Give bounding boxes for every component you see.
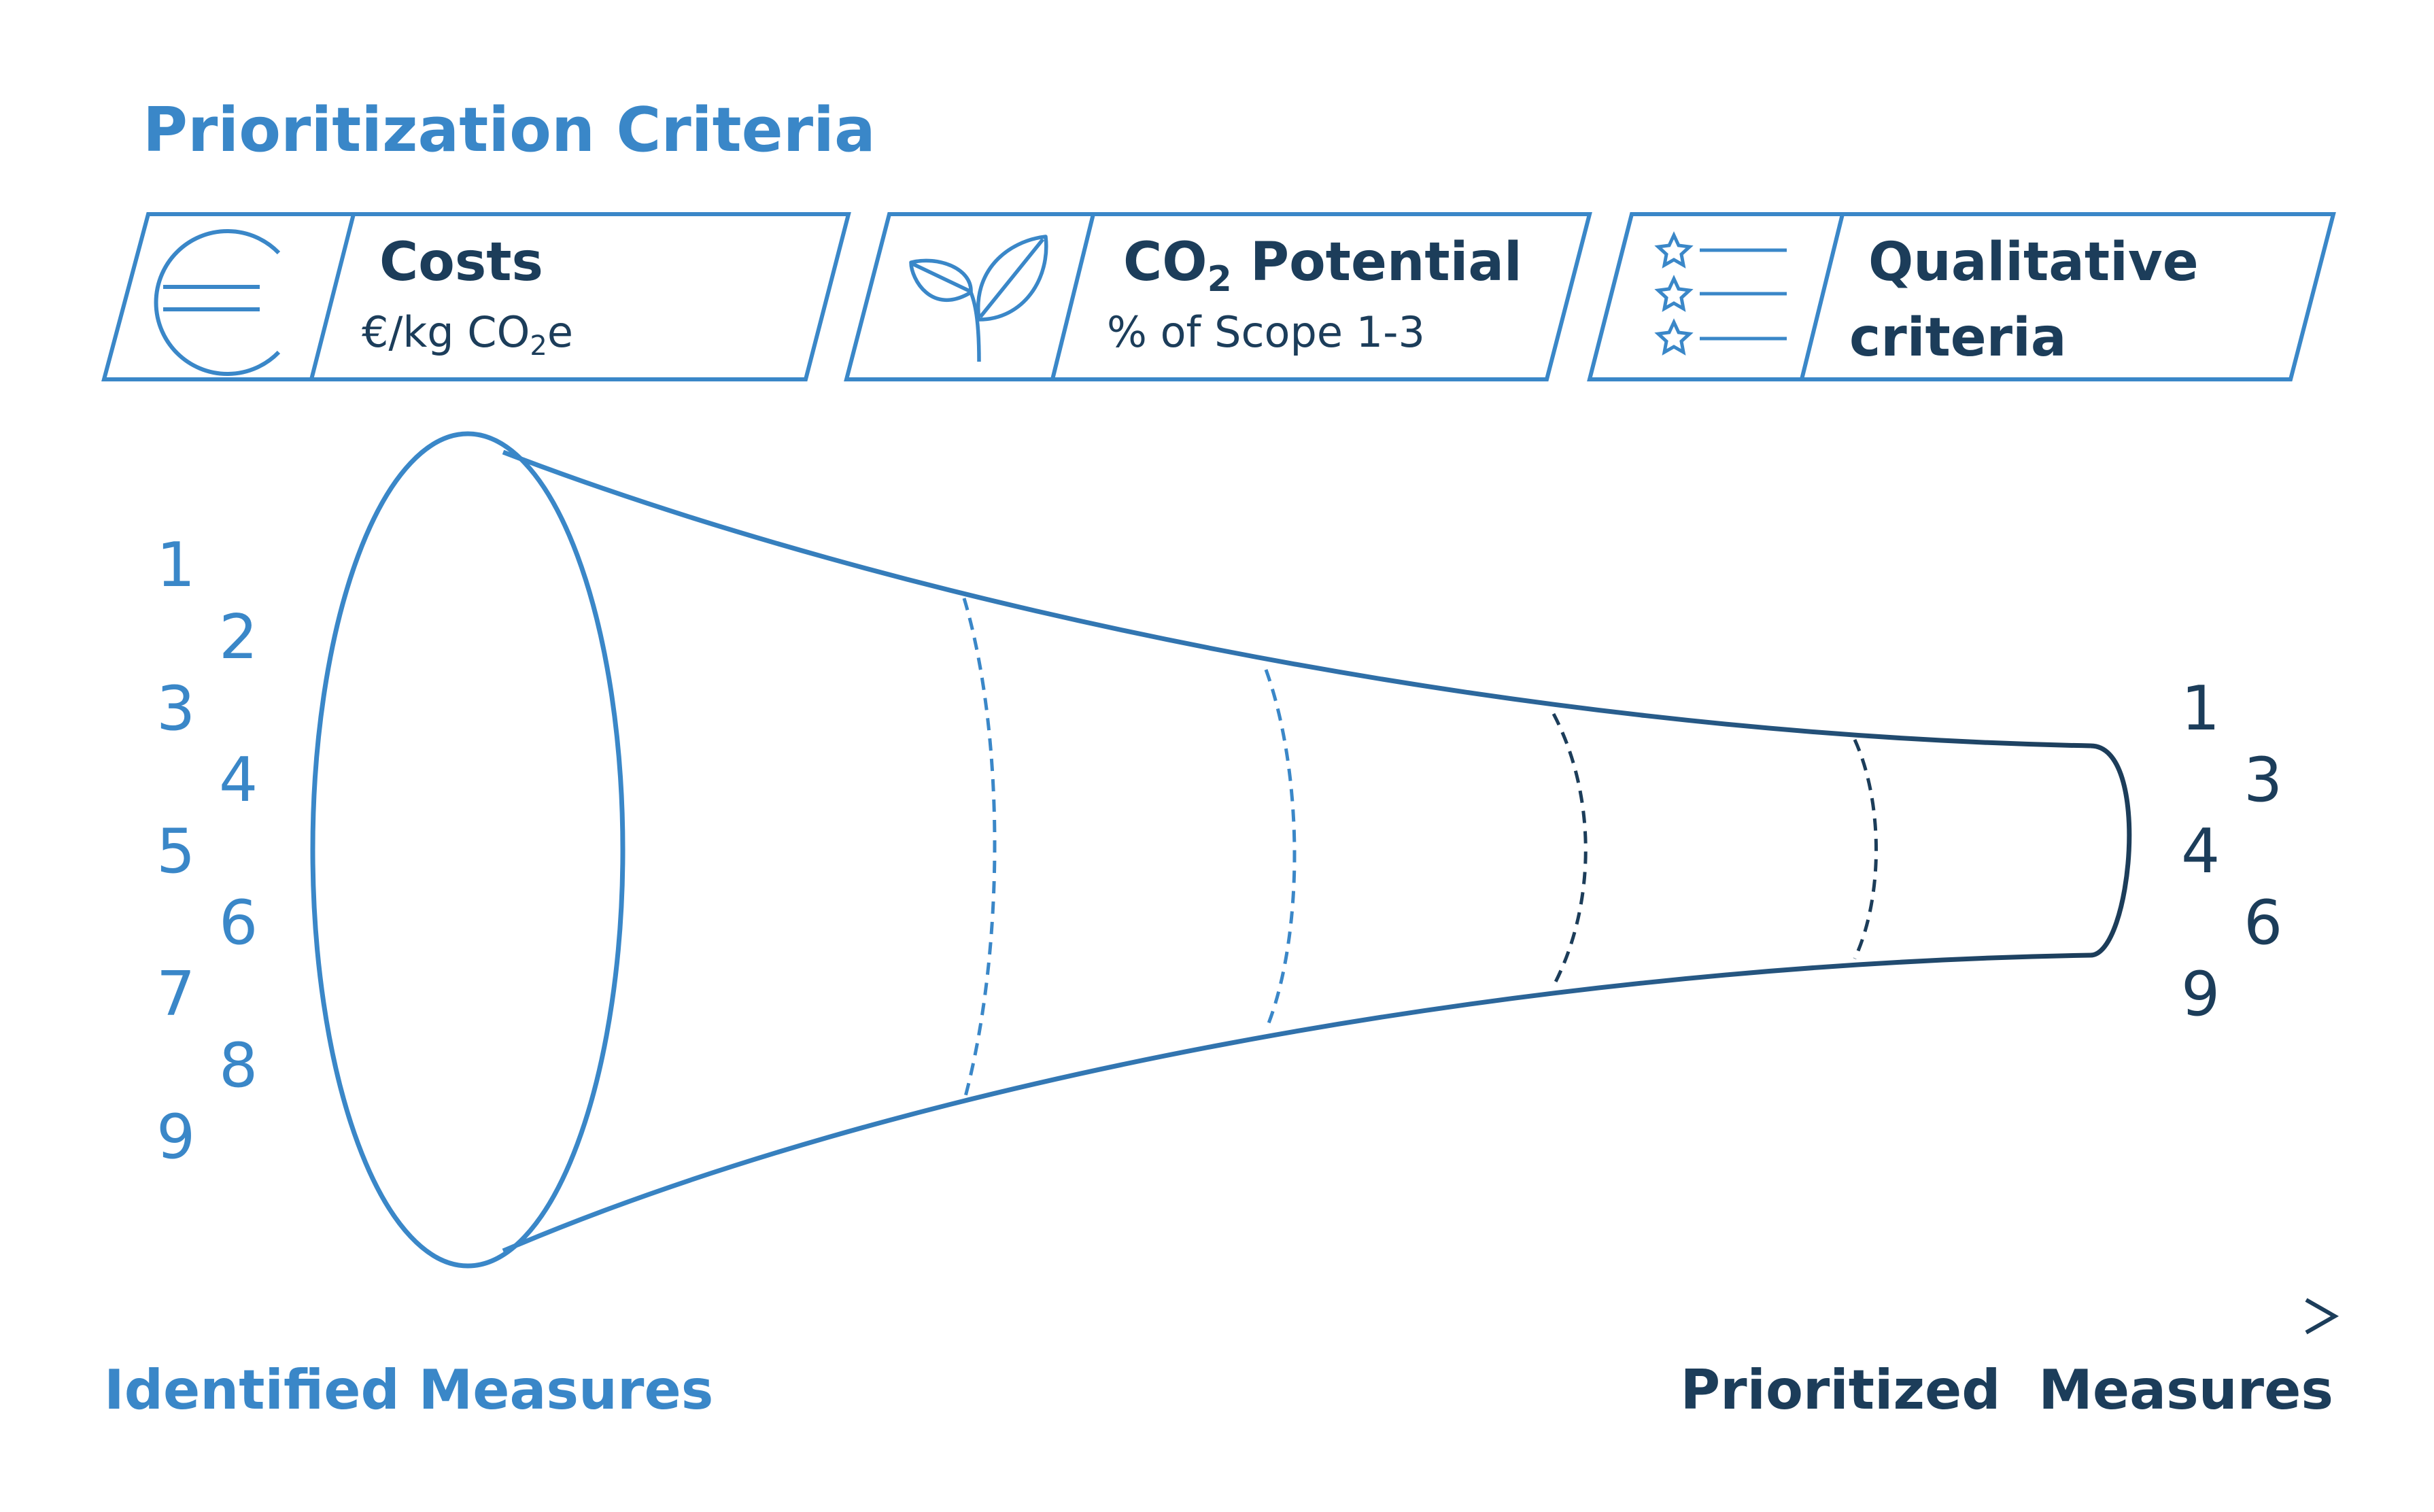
axis-end-label: Prioritized Measures: [1680, 1358, 2333, 1422]
leaf-sprout-icon: [909, 235, 1048, 362]
identified-measure-3: 3: [156, 673, 195, 744]
prioritized-measure-1: 1: [2181, 673, 2220, 744]
prioritized-measure-4: 4: [2181, 816, 2220, 887]
funnel-bottom-edge: [502, 952, 2091, 1254]
stage-divider-2: [1264, 669, 1297, 1031]
criteria-box-qualitative: Qualitative criteria: [1587, 212, 2336, 381]
prioritized-measures-list: 1 3 4 6 9: [2181, 673, 2282, 1030]
identified-measure-4: 4: [219, 744, 258, 816]
prioritized-measure-3: 3: [2244, 744, 2282, 816]
criteria-box-co2-potential: CO2 Potential % of Scope 1-3: [844, 212, 1592, 381]
funnel-opening: [310, 431, 625, 1269]
identified-measure-8: 8: [219, 1030, 258, 1101]
funnel-end-cap: [2090, 743, 2132, 958]
progress-axis: [104, 1298, 2339, 1335]
identified-measure-1: 1: [156, 530, 195, 601]
identified-measure-6: 6: [219, 887, 258, 959]
axis-arrowhead: [2305, 1298, 2339, 1335]
stage-divider-1: [962, 598, 997, 1102]
identified-measure-7: 7: [156, 959, 195, 1030]
star-list-icon: [1654, 231, 1787, 356]
criteria-box-costs: Costs €/kg CO2e: [101, 212, 851, 381]
identified-measure-9: 9: [156, 1101, 195, 1173]
prioritized-measure-6: 6: [2244, 887, 2282, 959]
qualitative-title-line2: criteria: [1849, 307, 2066, 368]
co2-potential-subtitle: % of Scope 1-3: [1107, 307, 1425, 357]
stage-divider-3: [1552, 712, 1588, 987]
prioritized-measure-9: 9: [2181, 959, 2220, 1030]
costs-subtitle: €/kg CO2e: [362, 307, 573, 362]
axis-start-label: Identified Measures: [104, 1358, 713, 1422]
identified-measure-5: 5: [156, 816, 195, 887]
qualitative-title-line1: Qualitative: [1868, 232, 2199, 293]
identified-measure-2: 2: [219, 602, 258, 673]
costs-title: Costs: [379, 232, 543, 293]
page-title: Prioritization Criteria: [143, 94, 876, 166]
identified-measures-list: 1 2 3 4 5 6 7 8 9: [156, 530, 258, 1173]
euro-icon: [154, 229, 281, 376]
co2-potential-title: CO2 Potential: [1123, 232, 1522, 300]
stage-divider-4: [1853, 738, 1878, 960]
funnel-top-edge: [502, 449, 2091, 749]
funnel: [310, 431, 2132, 1269]
